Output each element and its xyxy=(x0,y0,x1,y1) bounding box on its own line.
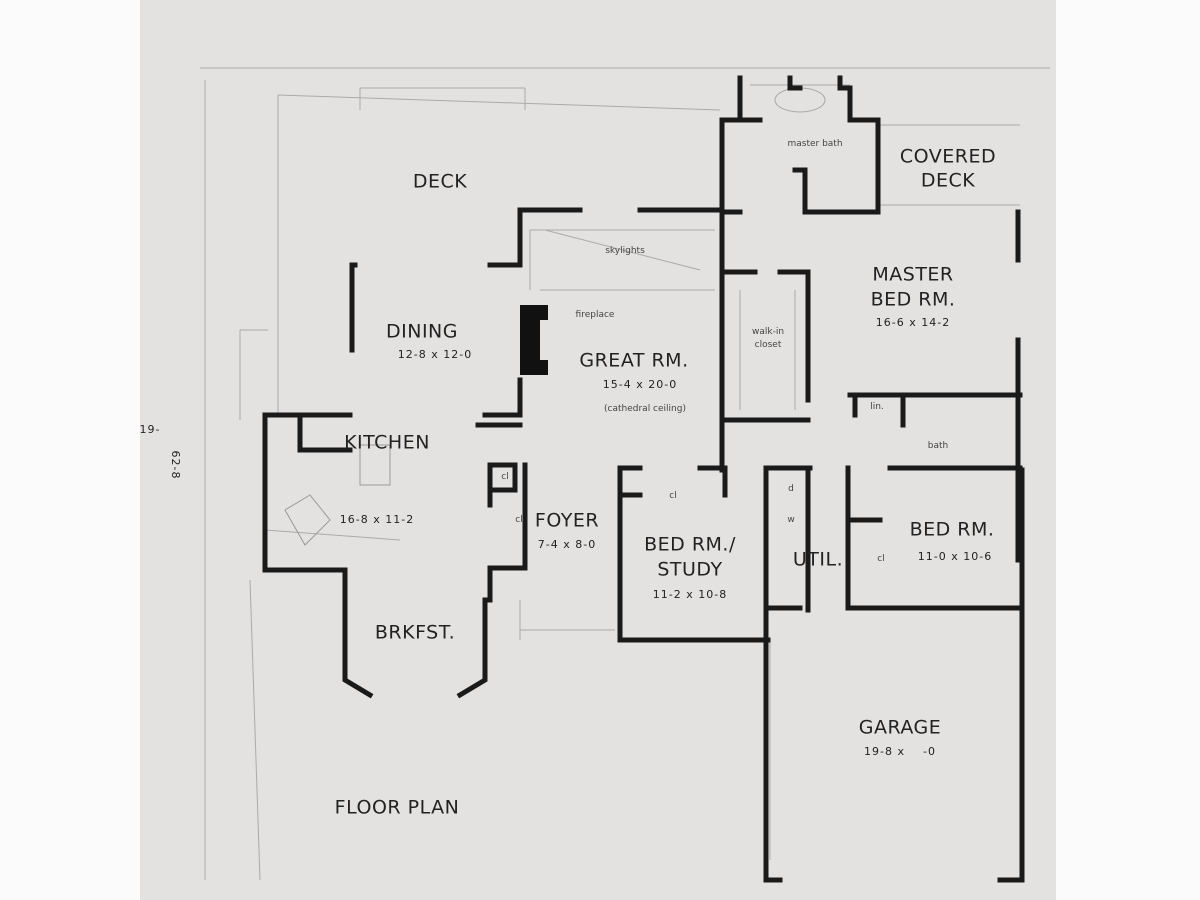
room-master-line1: MASTER xyxy=(872,263,954,286)
dimension-partial: 19- xyxy=(139,422,161,436)
room-breakfast: BRKFST. xyxy=(374,621,456,644)
room-kitchen: KITCHEN xyxy=(344,431,430,454)
kitchen-size: 16-8 x 11-2 xyxy=(339,512,415,526)
master-size: 16-6 x 14-2 xyxy=(875,315,951,329)
room-great-room: GREAT RM. xyxy=(579,349,689,372)
covered-deck-line2: DECK xyxy=(920,169,976,192)
closet-label: cl xyxy=(877,554,885,565)
room-util: UTIL. xyxy=(792,548,844,571)
dryer-label: d xyxy=(788,484,794,495)
room-bedroom: BED RM. xyxy=(909,518,995,541)
room-master-line2: BED RM. xyxy=(870,288,956,311)
dimension-overall: 62-8 xyxy=(169,450,183,480)
room-garage: GARAGE xyxy=(858,716,942,739)
master-bath-label: master bath xyxy=(787,139,843,150)
garage-size: 19-8 x -0 xyxy=(864,744,936,758)
linen-label: lin. xyxy=(870,402,884,413)
kitchen-counter xyxy=(284,444,391,546)
foyer-size: 7-4 x 8-0 xyxy=(537,537,597,551)
fireplace-label: fireplace xyxy=(575,310,615,321)
room-foyer: FOYER xyxy=(534,509,600,532)
room-study-line1: BED RM./ xyxy=(644,533,736,556)
study-size: 11-2 x 10-8 xyxy=(652,587,728,601)
room-deck: DECK xyxy=(412,170,468,193)
walls xyxy=(262,75,1025,883)
covered-deck-line1: COVERED xyxy=(899,145,997,168)
closet-label: cl xyxy=(501,472,509,483)
room-study-line2: STUDY xyxy=(657,558,723,581)
room-dining: DINING xyxy=(386,320,458,343)
paper-background xyxy=(140,0,1056,900)
closet-label: cl xyxy=(669,491,677,502)
great-room-size: 15-4 x 20-0 xyxy=(602,377,678,391)
bedroom-size: 11-0 x 10-6 xyxy=(917,549,993,563)
closet-label: cl xyxy=(515,515,523,526)
skylights-label: skylights xyxy=(605,246,645,257)
plan-title: FLOOR PLAN xyxy=(334,796,460,819)
fireplace-icon xyxy=(520,305,548,375)
walk-in-closet-line2: closet xyxy=(754,340,782,351)
bath-label: bath xyxy=(927,441,949,452)
thin-lines xyxy=(200,67,1050,881)
great-room-note: (cathedral ceiling) xyxy=(604,404,686,415)
dining-size: 12-8 x 12-0 xyxy=(397,347,473,361)
washer-label: w xyxy=(787,515,795,526)
walk-in-closet-line1: walk-in xyxy=(751,327,785,338)
